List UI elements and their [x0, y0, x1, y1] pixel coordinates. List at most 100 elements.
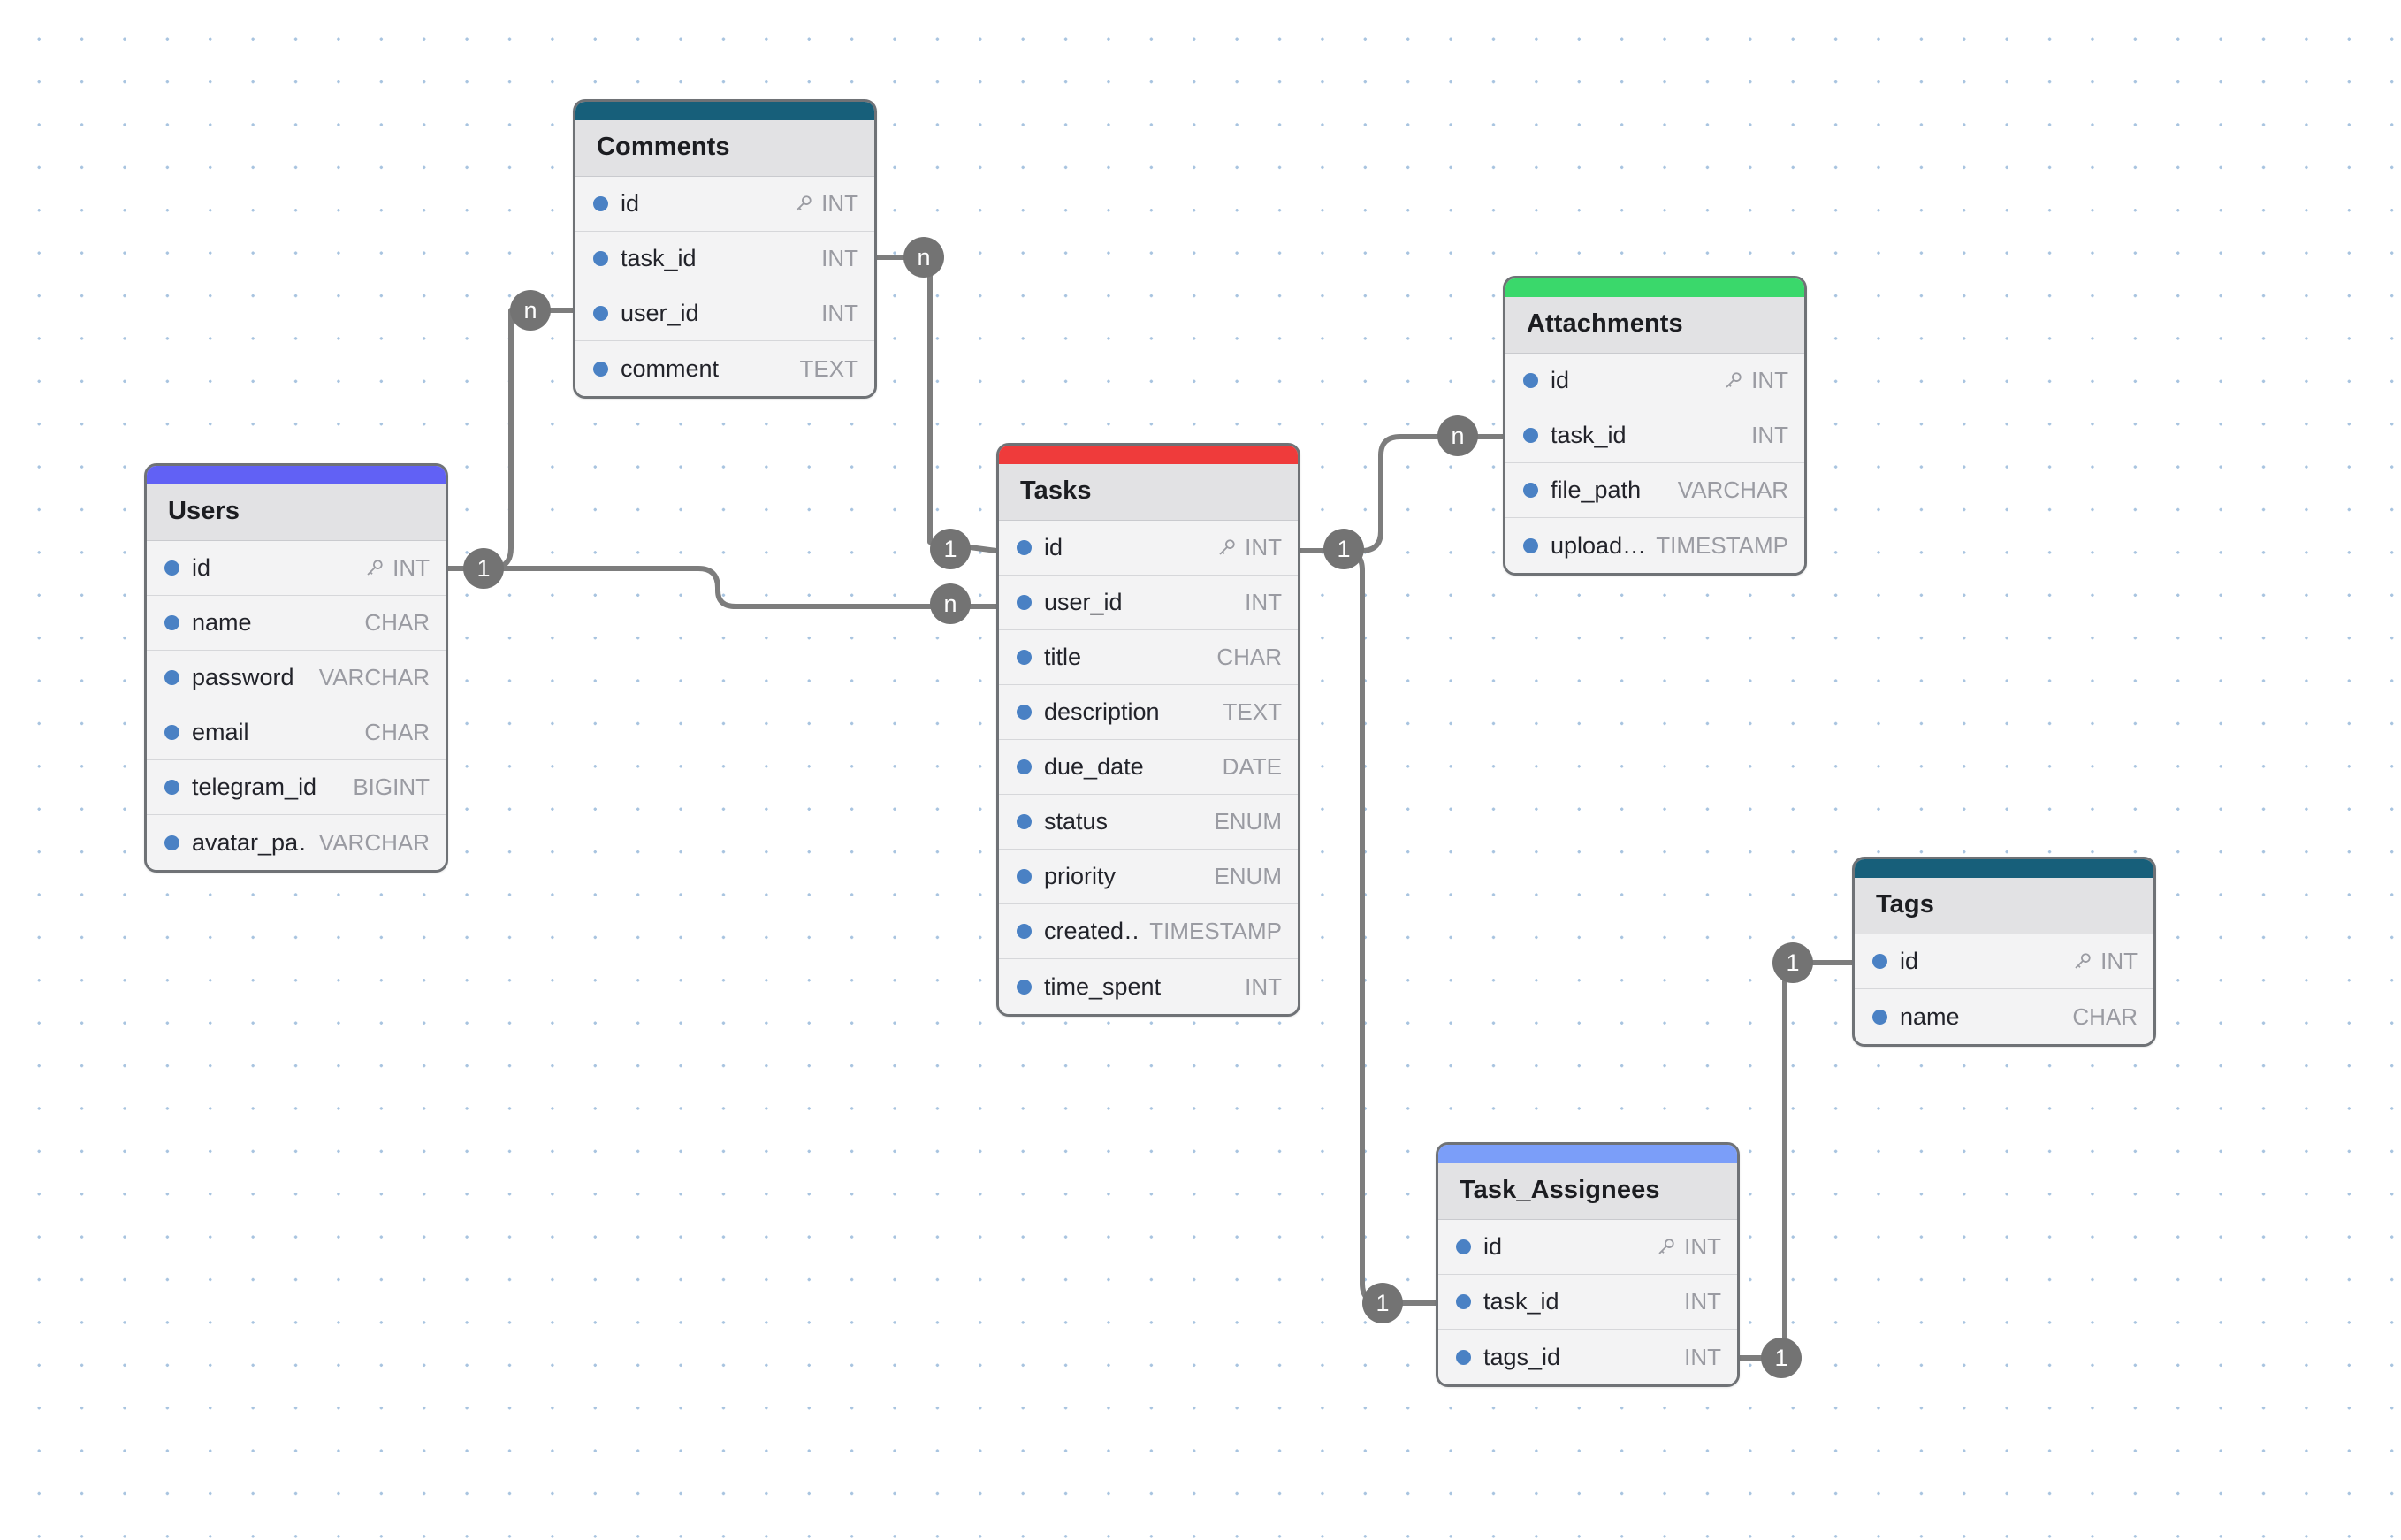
field-row[interactable]: telegram_id BIGINT [147, 760, 446, 815]
field-name: name [192, 609, 252, 636]
field-name: id [621, 190, 640, 217]
edge-tags-assignees [1737, 960, 1855, 1361]
field-row[interactable]: tags_id INT [1438, 1330, 1737, 1384]
field-meta: INT [1234, 973, 1282, 1001]
table-node-users[interactable]: Users id INT name CHAR password VARCHAR [144, 463, 448, 873]
cardinality-badge[interactable]: n [510, 290, 551, 331]
field-name: password [192, 664, 294, 690]
field-dot-icon [1872, 1009, 1887, 1025]
field-row[interactable]: id INT [1438, 1220, 1737, 1275]
cardinality-badge[interactable]: 1 [930, 529, 971, 569]
field-row[interactable]: name CHAR [147, 596, 446, 651]
field-row[interactable]: id INT [575, 177, 874, 232]
cardinality-badge[interactable]: n [1437, 415, 1478, 456]
field-row[interactable]: user_id INT [999, 576, 1298, 630]
field-dot-icon [593, 361, 608, 377]
field-dot-icon [1017, 705, 1032, 720]
cardinality-badge[interactable]: 1 [1772, 942, 1813, 983]
field-name: tags_id [1483, 1343, 1561, 1370]
primary-key-icon [2075, 953, 2091, 969]
field-name: id [1551, 367, 1570, 393]
cardinality-badge[interactable]: 1 [463, 548, 504, 589]
table-node-tasks[interactable]: Tasks id INT user_id INT title CHAR [996, 443, 1300, 1017]
cardinality-badge[interactable]: n [930, 583, 971, 624]
field-type: INT [1684, 1233, 1721, 1260]
field-meta: TEXT [789, 355, 858, 383]
field-meta: TIMESTAMP [1139, 918, 1282, 945]
field-row[interactable]: due_date DATE [999, 740, 1298, 795]
field-dot-icon [1017, 979, 1032, 995]
field-meta: INT [782, 190, 858, 217]
field-meta: INT [354, 554, 430, 582]
cardinality-badge[interactable]: 1 [1761, 1338, 1802, 1378]
cardinality-badge[interactable]: n [903, 237, 944, 278]
table-accent-bar [999, 446, 1298, 464]
field-meta: INT [1673, 1288, 1721, 1315]
table-title: Comments [597, 133, 730, 161]
cardinality-badge[interactable]: 1 [1323, 529, 1364, 569]
field-dot-icon [1017, 650, 1032, 665]
field-name: id [1044, 534, 1063, 560]
table-node-comments[interactable]: Comments id INT task_id INT user_id INT [573, 99, 877, 399]
field-row[interactable]: file_path VARCHAR [1505, 463, 1804, 518]
field-dot-icon [1017, 759, 1032, 774]
field-row[interactable]: priority ENUM [999, 850, 1298, 904]
table-title: Attachments [1527, 309, 1683, 338]
field-type: INT [1684, 1288, 1721, 1315]
field-row[interactable]: id INT [1505, 354, 1804, 408]
field-row[interactable]: email CHAR [147, 705, 446, 760]
table-node-task-assignees[interactable]: Task_Assignees id INT task_id INT tags_i… [1436, 1142, 1740, 1387]
field-row[interactable]: task_id INT [575, 232, 874, 286]
field-meta: DATE [1212, 753, 1282, 781]
field-type: CHAR [364, 719, 430, 745]
table-title: Tasks [1020, 476, 1092, 505]
field-type: ENUM [1214, 808, 1282, 835]
field-row[interactable]: description TEXT [999, 685, 1298, 740]
field-row[interactable]: status ENUM [999, 795, 1298, 850]
field-row[interactable]: task_id INT [1505, 408, 1804, 463]
field-row[interactable]: task_id INT [1438, 1275, 1737, 1330]
field-type: CHAR [364, 609, 430, 636]
primary-key-icon [1219, 539, 1235, 555]
field-type: TIMESTAMP [1656, 531, 1788, 559]
field-type: INT [1245, 972, 1282, 1000]
table-accent-bar [1438, 1145, 1737, 1163]
table-title-row: Users [147, 484, 446, 541]
table-node-attachments[interactable]: Attachments id INT task_id INT file_path… [1503, 276, 1807, 576]
field-row[interactable]: id INT [147, 541, 446, 596]
field-row[interactable]: id INT [1855, 934, 2153, 989]
field-dot-icon [593, 196, 608, 211]
field-row[interactable]: upload… TIMESTAMP [1505, 518, 1804, 573]
field-row[interactable]: created… TIMESTAMP [999, 904, 1298, 959]
field-type: TIMESTAMP [1149, 918, 1282, 944]
field-row[interactable]: password VARCHAR [147, 651, 446, 705]
field-dot-icon [593, 306, 608, 321]
field-name: id [1900, 948, 1919, 974]
field-type: TEXT [1223, 698, 1282, 725]
field-meta: INT [811, 245, 858, 272]
field-type: INT [1245, 589, 1282, 615]
field-row[interactable]: title CHAR [999, 630, 1298, 685]
cardinality-badge[interactable]: 1 [1362, 1283, 1403, 1323]
field-type: VARCHAR [1677, 476, 1788, 503]
field-type: INT [821, 245, 858, 271]
field-dot-icon [1017, 595, 1032, 610]
field-type: INT [1751, 422, 1788, 448]
field-meta: TEXT [1213, 698, 1282, 726]
field-name: task_id [621, 245, 697, 271]
field-row[interactable]: avatar_pa… VARCHAR [147, 815, 446, 870]
table-title-row: Comments [575, 120, 874, 177]
field-row[interactable]: user_id INT [575, 286, 874, 341]
field-dot-icon [164, 835, 179, 850]
field-row[interactable]: comment TEXT [575, 341, 874, 396]
field-row[interactable]: id INT [999, 521, 1298, 576]
field-row[interactable]: time_spent INT [999, 959, 1298, 1014]
table-title: Users [168, 497, 240, 525]
field-meta: CHAR [2062, 1003, 2138, 1031]
field-meta: INT [1234, 589, 1282, 616]
field-type: DATE [1222, 753, 1282, 780]
field-name: description [1044, 698, 1160, 725]
field-row[interactable]: name CHAR [1855, 989, 2153, 1044]
table-node-tags[interactable]: Tags id INT name CHAR [1852, 857, 2156, 1047]
